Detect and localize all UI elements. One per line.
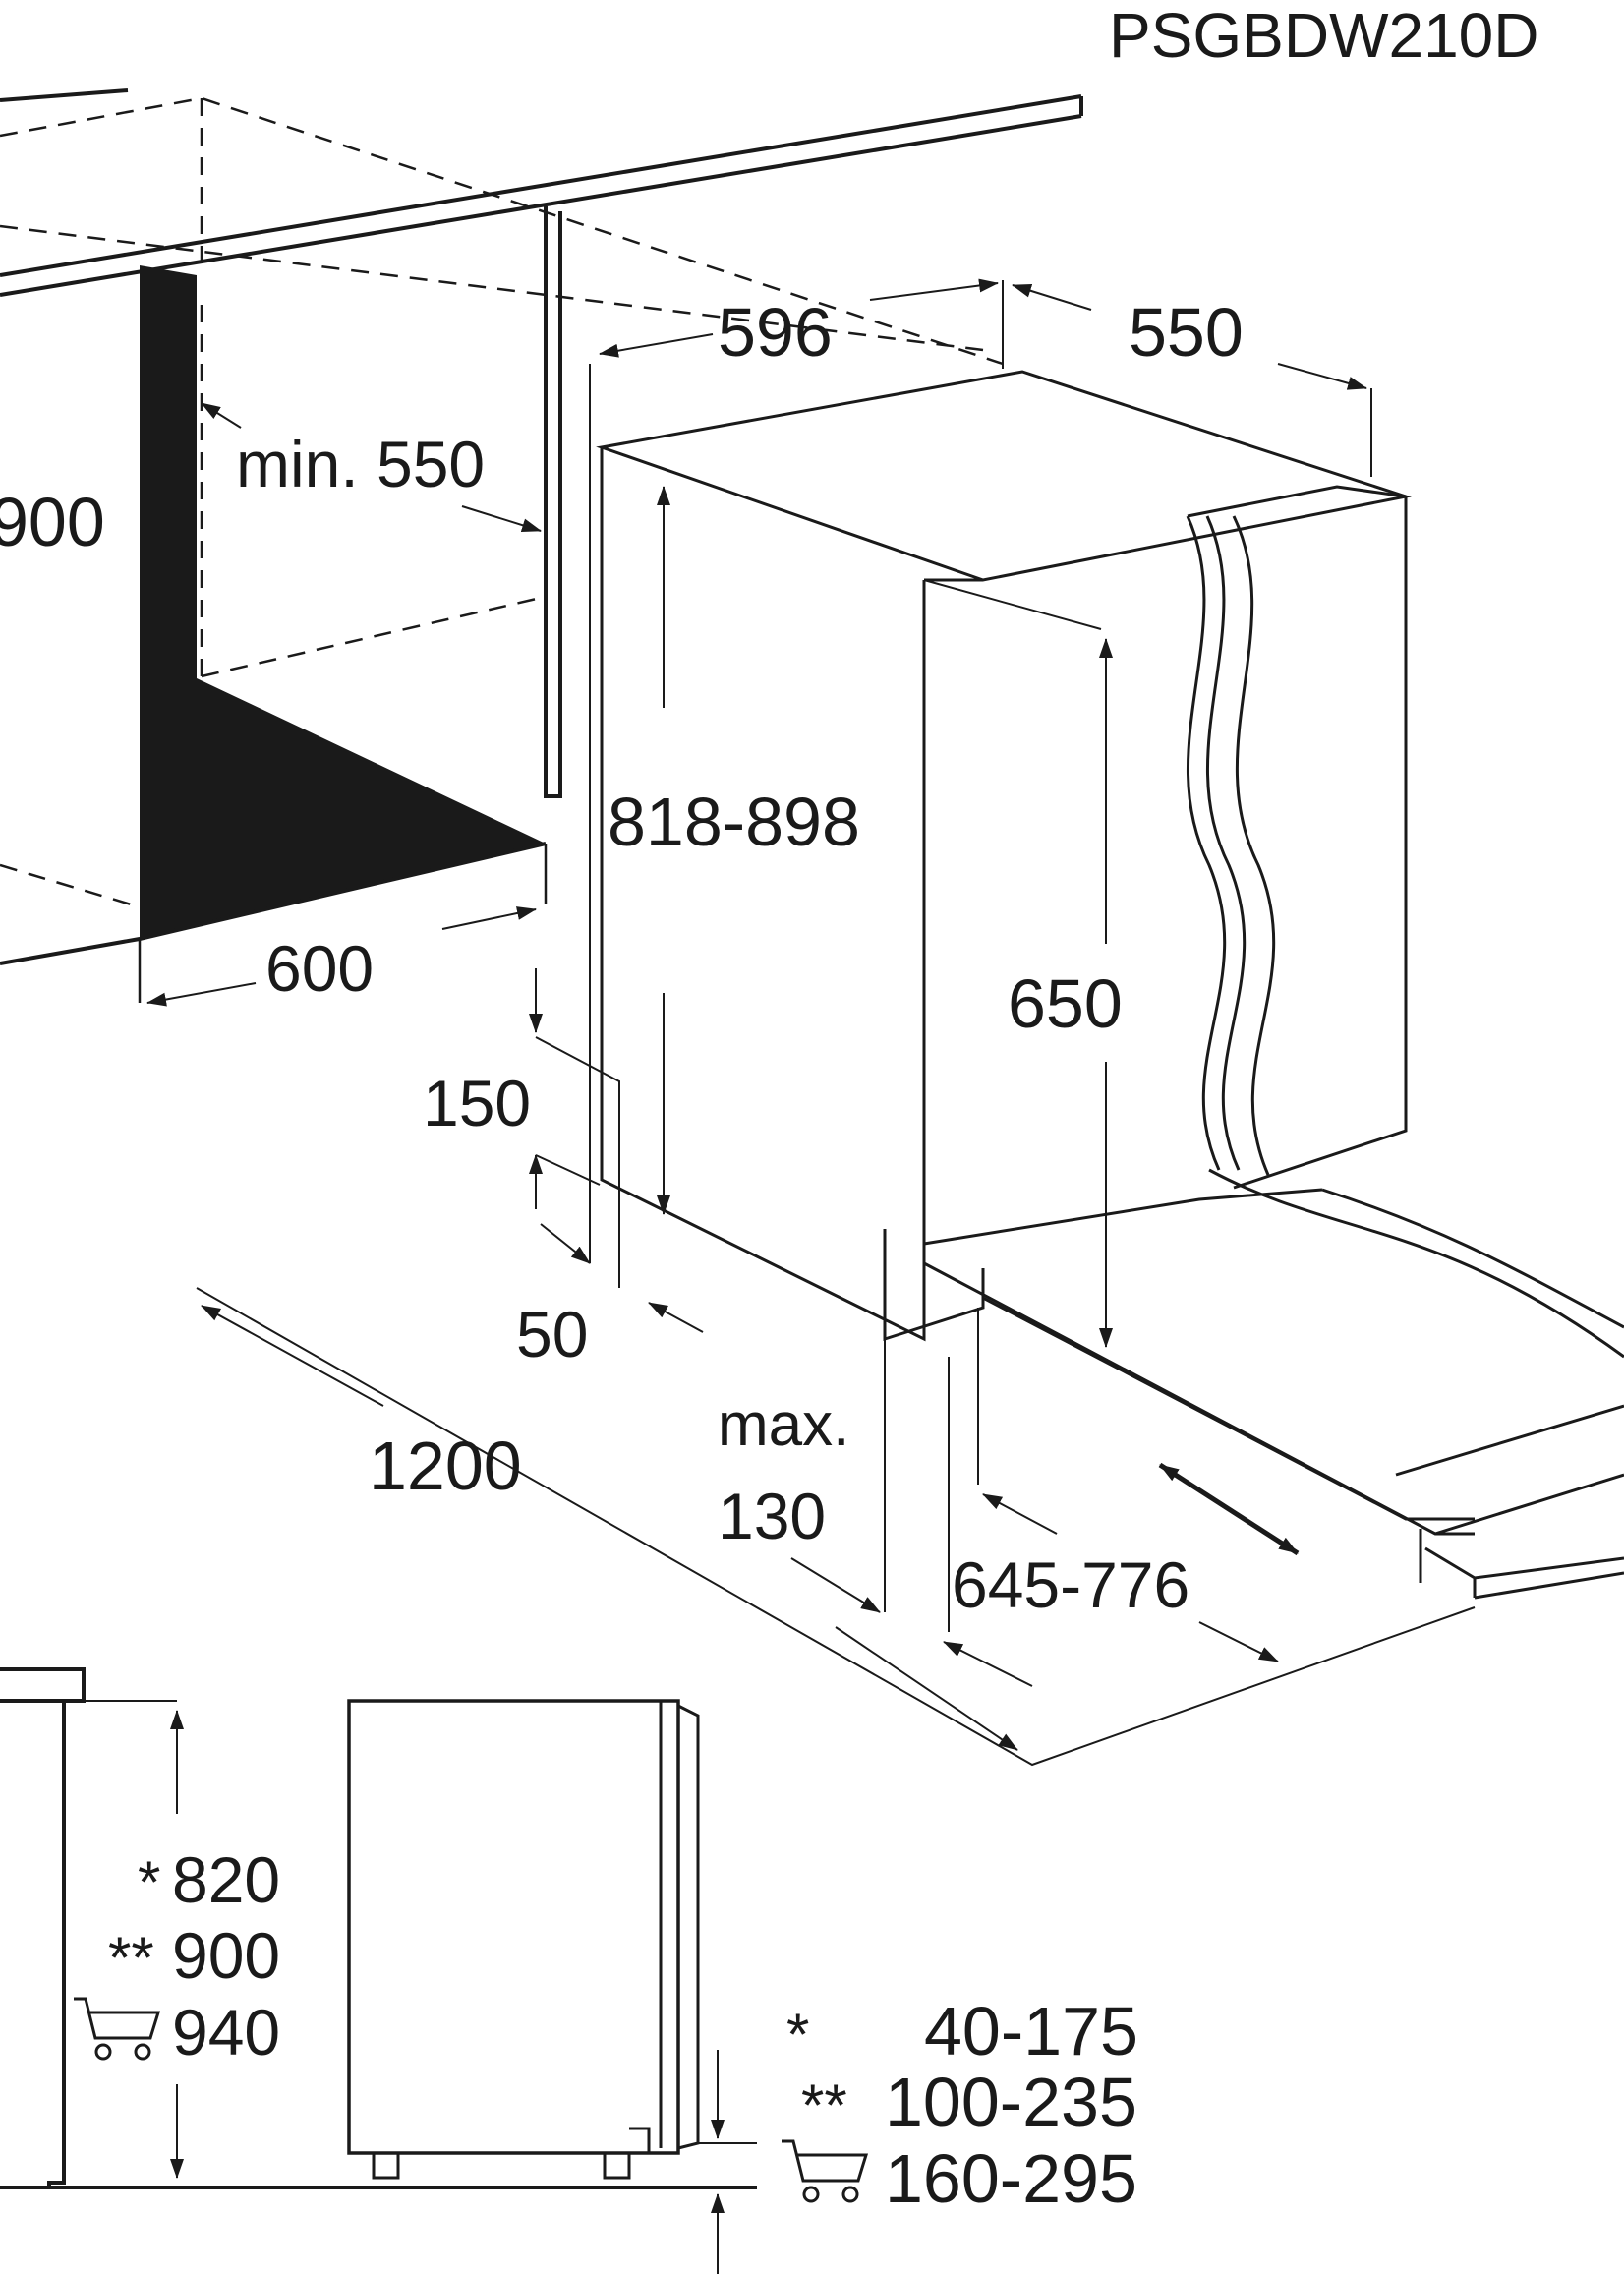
dim-596-label: 596 <box>718 294 833 371</box>
cart-icon <box>74 1997 161 2061</box>
dim-130-label: 130 <box>718 1480 826 1552</box>
cabinet-niche <box>0 88 1083 1003</box>
legs-table: * 40-175 ** 100-235 160-295 <box>782 1993 1138 2217</box>
model-label: PSGBDW210D <box>1109 0 1538 71</box>
legs-mark-2: ** <box>801 2072 847 2138</box>
cart-icon <box>782 2139 869 2203</box>
legs-value-3: 160-295 <box>885 2140 1137 2217</box>
height-mark-1: * <box>138 1849 160 1915</box>
dim-900-label: 900 <box>0 484 105 560</box>
dim-650-label: 650 <box>1008 965 1123 1042</box>
dimension-lines <box>146 278 1476 1767</box>
side-view-left <box>0 1667 184 2187</box>
dim-50-label: 50 <box>516 1298 588 1370</box>
height-table: * 820 ** 900 940 <box>74 1843 280 2069</box>
legs-mark-1: * <box>786 2002 809 2068</box>
dim-min550-label: min. 550 <box>236 428 485 500</box>
height-value-1: 820 <box>172 1843 280 1916</box>
height-value-3: 940 <box>172 1996 280 2069</box>
dim-plinth-depth-label: 645-776 <box>952 1548 1189 1621</box>
dishwasher-body <box>596 370 1624 1600</box>
side-view-right <box>0 1699 757 2274</box>
height-value-2: 900 <box>172 1919 280 1992</box>
dim-600-label: 600 <box>265 932 374 1005</box>
dim-height-label: 818-898 <box>608 784 860 860</box>
dim-max-label: max. <box>718 1391 849 1459</box>
dim-550-label: 550 <box>1129 294 1244 371</box>
height-mark-2: ** <box>108 1925 154 1991</box>
legs-value-1: 40-175 <box>924 1993 1138 2070</box>
dim-150-label: 150 <box>423 1067 531 1139</box>
dim-1200-label: 1200 <box>369 1428 522 1504</box>
legs-value-2: 100-235 <box>885 2064 1137 2140</box>
